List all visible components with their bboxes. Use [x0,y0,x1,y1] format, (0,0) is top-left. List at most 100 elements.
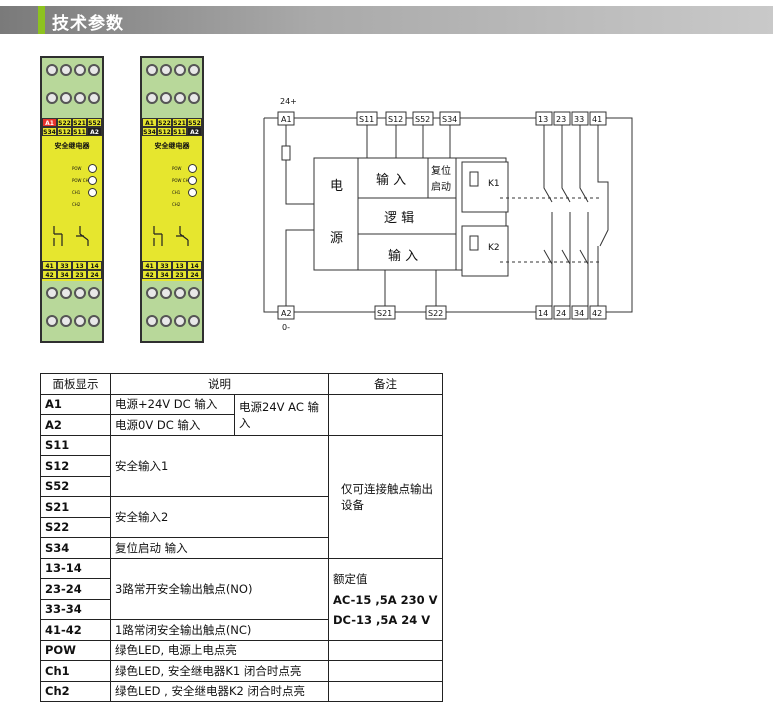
screw-icon [146,287,158,299]
terminal-block-top [142,58,202,118]
table-row: 23-24 [40,578,443,600]
contact-tag-top: 41 33 13 14 [42,261,102,270]
terminal-34 [571,305,589,320]
screw-icon [60,287,72,299]
table-cell: 复位启动 输入 [110,537,329,559]
terminal-label: 34 [574,309,584,318]
tag-label: S22 [157,118,172,127]
section-header: 技术参数 [0,6,773,34]
table-cell: 绿色LED, 电源上电点亮 [110,639,329,661]
terminal-label: S12 [388,115,403,124]
screw-icon [60,92,72,104]
mid-tag-row: S34 S12 S11 A2 [42,127,102,136]
terminal-label: S21 [377,309,392,318]
terminal-24 [553,305,571,320]
terminal-label: S52 [415,115,430,124]
screw-icon [160,64,172,76]
block-power-label: 电 [330,179,343,194]
tag-label: A2 [87,127,102,136]
terminal-block-top [42,58,102,118]
screw-icon [46,64,58,76]
tag-label: S34 [42,127,57,136]
table-row: S21 安全输入2 [40,496,443,538]
tag-label: S21 [72,118,87,127]
relay-body: A1 S22 S21 S52 S34 S12 S11 A2 安全继电器 POW … [42,118,102,281]
terminal-label: S11 [359,115,374,124]
screw-icon [46,92,58,104]
wiring-diagram: 24+ 0- A1 S11 S12 S52 S34 13 23 33 41 A2… [263,97,633,332]
screw-icon [60,64,72,76]
screw-icon [188,287,200,299]
rated-title: 额定值 [333,572,368,586]
screw-icon [160,287,172,299]
table-cell [328,639,443,661]
led-indicator-icon [88,164,97,173]
table-cell: POW [40,639,111,661]
led-label: CH1 [72,190,81,195]
supply-minus-label: 0- [282,323,290,332]
terminal-label: 24 [556,309,566,318]
table-row: 13-14 3路常开安全输出触点(NO) 额定值 AC-15 ,5A 230 V… [40,557,443,641]
block-input-bottom-label: 输 入 [388,248,418,264]
tag-label: S34 [142,127,157,136]
tag-label: 24 [187,270,202,279]
table-cell: S34 [40,537,111,559]
tag-label: 42 [142,270,157,279]
terminal-label: 13 [538,115,548,124]
table-cell: 电源+24V DC 输入 [110,393,235,415]
terminal-label: S34 [442,115,457,124]
tag-label: 34 [57,270,72,279]
terminal-label: S22 [428,309,443,318]
relay-image-1: A1 S22 S21 S52 S34 S12 S11 A2 安全继电器 POW … [40,56,104,343]
tag-label: 23 [172,270,187,279]
table-row: Ch2 绿色LED , 安全继电器K2 闭合时点亮 [40,680,443,702]
tag-label: A2 [187,127,202,136]
terminal-label: 41 [592,115,602,124]
table-row: S11 安全输入1 仅可连接触点输出设备 [40,434,443,559]
screw-icon [174,287,186,299]
table-row: Ch1 绿色LED, 安全继电器K1 闭合时点亮 [40,660,443,682]
table-cell-rated: 额定值 AC-15 ,5A 230 V DC-13 ,5A 24 V [328,557,443,641]
table-cell: 电源24V AC 输入 [234,393,329,436]
led-label: POW [172,166,182,171]
screw-icon [160,92,172,104]
screw-icon [188,64,200,76]
coil-k2-label: K2 [488,243,500,253]
block-power-label: 源 [330,231,343,246]
tag-label: A1 [42,118,57,127]
tag-label: 14 [87,261,102,270]
table-cell: 仅可连接触点输出设备 [328,434,443,559]
screw-icon [74,64,86,76]
block-input-top-label: 输 入 [376,172,406,188]
screw-icon [88,315,100,327]
contact-symbol-icon [53,226,89,246]
table-cell: 绿色LED, 安全继电器K1 闭合时点亮 [110,660,329,682]
spec-table: 面板显示 说明 备注 A1 电源+24V DC 输入 电源24V AC 输入 A… [40,373,443,702]
tag-label: S12 [157,127,172,136]
table-cell: 23-24 [40,578,111,600]
block-reset-label: 复位 [431,164,451,177]
table-cell: S52 [40,475,111,497]
mid-tag-row: S34 S12 S11 A2 [142,127,202,136]
screw-icon [146,64,158,76]
block-reset-label: 启动 [431,180,451,193]
screw-icon [88,92,100,104]
table-header-row: 面板显示 说明 备注 [40,373,443,395]
table-row: 33-34 [40,598,443,620]
relay-name: 安全继电器 [54,142,90,150]
led-label: POW CH1 [72,178,92,183]
table-row: S34 复位启动 输入 [40,537,443,559]
block-logic-label: 逻 辑 [384,211,414,226]
led-label: CH1 [172,190,181,195]
tag-label: 13 [172,261,187,270]
table-cell: S11 [40,434,111,456]
screw-icon [146,92,158,104]
top-tag-row: A1 S22 S21 S52 [142,118,202,127]
table-cell [328,660,443,682]
table-cell: 安全输入2 [110,496,329,538]
relay-name: 安全继电器 [154,142,190,150]
relay-k2-box [461,225,509,277]
top-tag-row: A1 S22 S21 S52 [42,118,102,127]
tag-label: 41 [42,261,57,270]
table-cell: 电源0V DC 输入 [110,414,235,436]
